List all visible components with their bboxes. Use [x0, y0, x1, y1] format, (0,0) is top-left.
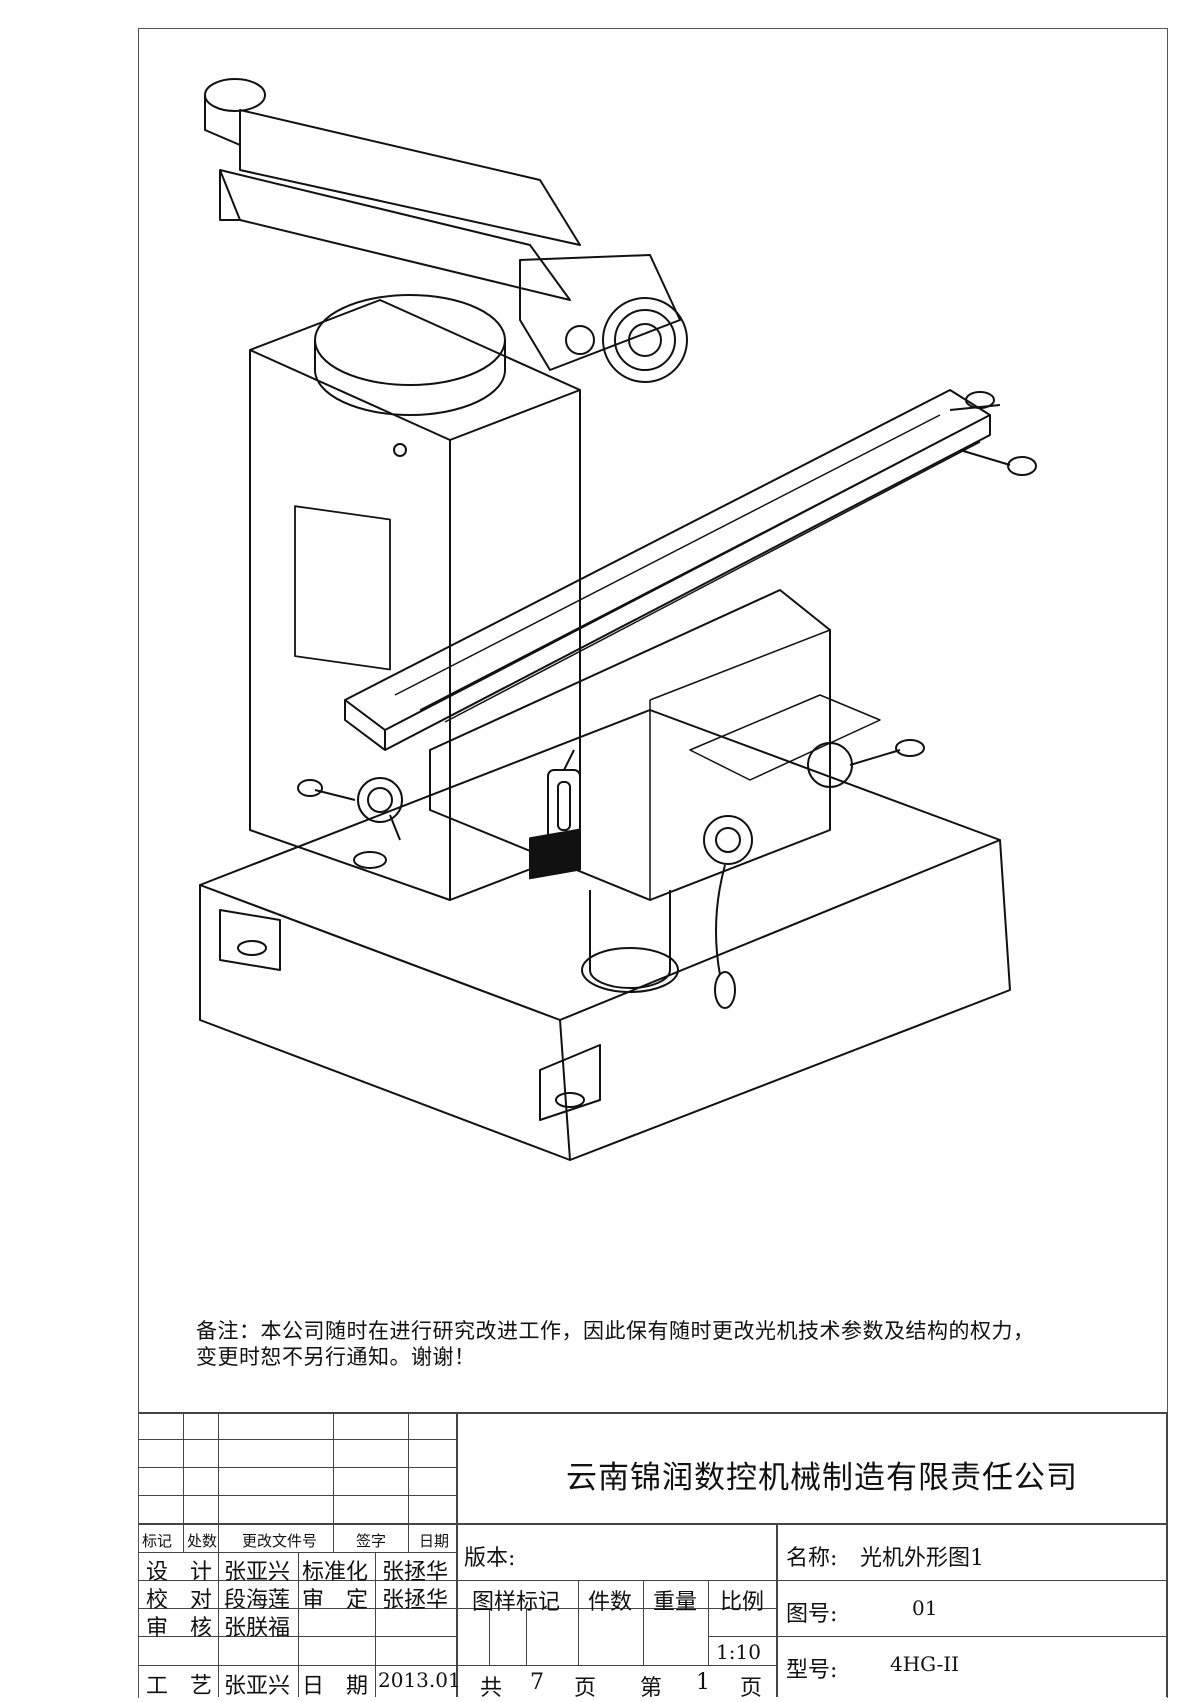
header-drawing-mark: 图样标记	[472, 1590, 561, 1615]
pages-total-label: 共	[480, 1676, 503, 1701]
role-review: 审 核	[146, 1616, 213, 1641]
rev-header-sign: 签字	[356, 1532, 387, 1550]
machine-base	[199, 884, 571, 1161]
model-value: 4HG-II	[890, 1652, 960, 1676]
scale-value: 1:10	[716, 1640, 761, 1664]
remark-line-2: 变更时恕不另行通知。谢谢！	[196, 1345, 476, 1369]
header-weight: 重量	[653, 1590, 698, 1615]
name-approve: 张拯华	[382, 1588, 449, 1613]
role-date: 日 期	[302, 1674, 369, 1699]
rev-header-date: 日期	[419, 1532, 450, 1550]
work-table	[344, 389, 991, 731]
company-name: 云南锦润数控机械制造有限责任公司	[566, 1460, 1078, 1496]
rev-header-doc: 更改文件号	[242, 1532, 318, 1550]
ram	[219, 169, 571, 301]
remark-note: 备注：本公司随时在进行研究改进工作，因此保有随时更改光机技术参数及结构的权力， …	[196, 1318, 1156, 1370]
saddle	[429, 589, 831, 901]
pages-current-label: 第	[640, 1676, 663, 1701]
title-block: 云南锦润数控机械制造有限责任公司 标记 处数 更改文件号 签字 日期 设 计 张…	[138, 1412, 1168, 1701]
pages-total: 7	[530, 1670, 544, 1695]
spindle	[602, 297, 688, 383]
name-value: 光机外形图1	[860, 1546, 984, 1571]
drawing-no-value: 01	[912, 1596, 938, 1620]
remark-line-1: 备注：本公司随时在进行研究改进工作，因此保有随时更改光机技术参数及结构的权力，	[196, 1319, 1035, 1343]
name-design: 张亚兴	[224, 1560, 291, 1585]
turret	[314, 294, 506, 386]
milling-machine-drawing	[199, 78, 1037, 1161]
header-count: 件数	[588, 1590, 633, 1615]
model-label: 型号:	[786, 1658, 838, 1683]
role-design: 设 计	[146, 1560, 213, 1585]
drawing-frame	[138, 28, 1168, 1698]
pages-current: 1	[696, 1670, 710, 1695]
rev-header-mark: 标记	[142, 1532, 173, 1550]
role-check: 校 对	[146, 1588, 213, 1613]
name-process: 张亚兴	[224, 1674, 291, 1699]
header-scale: 比例	[720, 1590, 765, 1615]
version-label: 版本:	[464, 1546, 516, 1571]
pages-unit-2: 页	[740, 1676, 763, 1701]
name-standard: 张拯华	[382, 1560, 449, 1585]
pages-unit: 页	[574, 1676, 597, 1701]
drawing-no-label: 图号:	[786, 1602, 838, 1627]
machine-column	[249, 349, 451, 901]
name-label: 名称:	[786, 1546, 838, 1571]
date-value: 2013.01	[378, 1668, 461, 1692]
name-review: 张朕福	[224, 1616, 291, 1641]
name-check: 段海莲	[224, 1588, 291, 1613]
role-process: 工 艺	[146, 1674, 213, 1699]
role-standard: 标准化	[302, 1560, 369, 1585]
role-approve: 审 定	[302, 1588, 369, 1613]
rev-header-count: 处数	[187, 1532, 218, 1550]
